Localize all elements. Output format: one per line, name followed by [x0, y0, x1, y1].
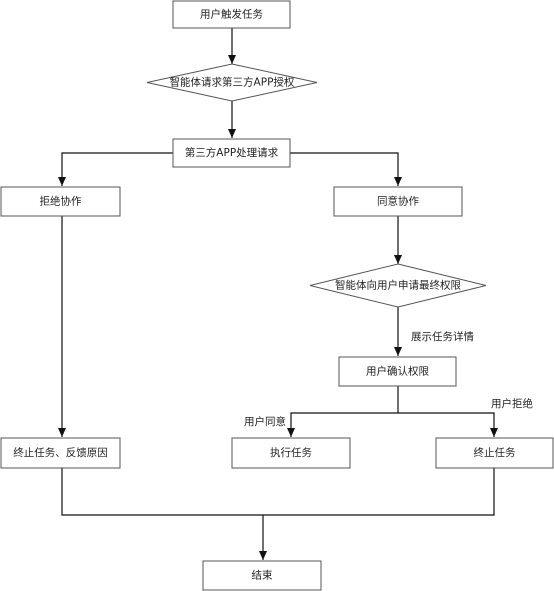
node-agree-collab: 同意协作 [333, 186, 463, 217]
node-execute-task: 执行任务 [231, 437, 351, 469]
edge-to-execute [287, 412, 398, 437]
edge-label-user-refuse: 用户拒绝 [491, 397, 533, 410]
edge-label-user-agree: 用户同意 [244, 415, 286, 428]
edge-feedback-merge [61, 468, 495, 516]
node-agree-collab-label: 同意协作 [377, 195, 419, 208]
node-refuse-collab: 拒绝协作 [0, 186, 121, 217]
node-user-confirm: 用户确认权限 [338, 356, 457, 387]
edges [58, 28, 498, 560]
node-terminate-feedback-label: 终止任务、反馈原因 [13, 446, 108, 459]
node-refuse-collab-label: 拒绝协作 [40, 195, 82, 208]
edge-process-to-refuse [58, 152, 173, 186]
node-user-trigger: 用户触发任务 [172, 0, 291, 29]
node-user-confirm-label: 用户确认权限 [366, 365, 429, 378]
node-third-party-process-label: 第三方APP处理请求 [185, 146, 279, 159]
node-end-label: 结束 [252, 569, 273, 582]
node-agent-request-auth: 智能体请求第三方APP授权 [146, 63, 318, 102]
edge-to-terminate [398, 412, 498, 437]
node-agent-apply-final: 智能体向用户申请最终权限 [309, 263, 487, 308]
node-user-trigger-label: 用户触发任务 [200, 8, 263, 21]
edge-process-to-agree [290, 152, 402, 186]
edge-label-show-details: 展示任务详情 [411, 330, 474, 343]
node-third-party-process: 第三方APP处理请求 [172, 138, 291, 168]
node-terminate-task: 终止任务 [435, 437, 554, 469]
node-agent-apply-final-label: 智能体向用户申请最终权限 [335, 279, 461, 292]
node-terminate-feedback: 终止任务、反馈原因 [0, 437, 121, 469]
node-terminate-task-label: 终止任务 [474, 446, 516, 459]
node-end: 结束 [202, 560, 322, 591]
node-execute-task-label: 执行任务 [270, 446, 312, 459]
node-agent-request-auth-label: 智能体请求第三方APP授权 [170, 76, 295, 89]
